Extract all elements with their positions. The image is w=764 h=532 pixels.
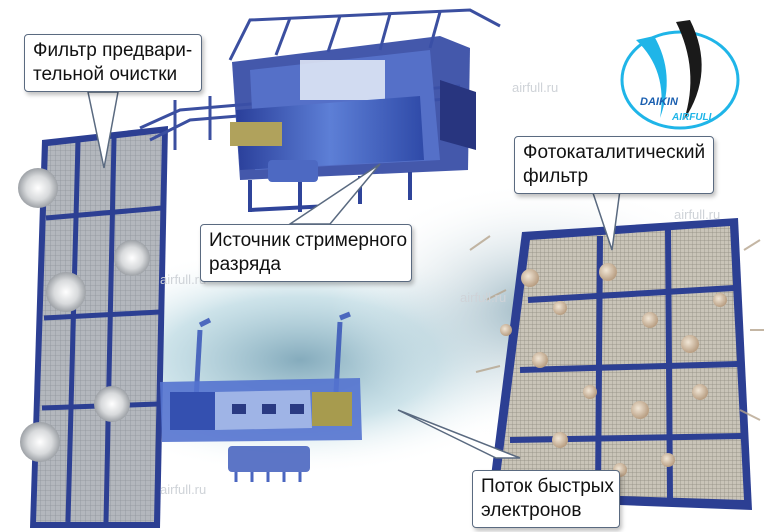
label-photocatalytic-line1: Фотокаталитический (523, 142, 706, 163)
dust-particles (18, 168, 150, 462)
label-photocatalytic: Фотокаталитический фильтр (514, 136, 714, 194)
label-prefilter: Фильтр предвари- тельной очистки (24, 34, 202, 92)
watermark: airfull.ru (460, 290, 507, 305)
watermark: airfull.ru (160, 272, 207, 287)
label-streamer-line2: разряда (209, 254, 281, 275)
label-prefilter-line1: Фильтр предвари- (33, 40, 193, 61)
label-photocatalytic-line2: фильтр (523, 166, 589, 187)
callout-pointers (87, 91, 621, 459)
logo-brand-text: DAIKIN (640, 96, 678, 108)
watermark: airfull.ru (512, 80, 559, 95)
pollutant-particles (500, 263, 727, 477)
electron-streaks (469, 235, 764, 421)
logo-sub-text: AIRFULL (672, 112, 715, 123)
streamer-unit-upper (228, 8, 501, 212)
label-electrons-line1: Поток быстрых (481, 476, 614, 497)
label-electrons: Поток быстрых электронов (472, 470, 620, 528)
label-prefilter-line2: тельной очистки (33, 64, 178, 85)
streamer-unit-lower (160, 311, 362, 482)
daikin-logo (620, 20, 740, 130)
label-streamer-line1: Источник стримерного (209, 230, 408, 251)
watermark: airfull.ru (674, 207, 721, 222)
label-electrons-line2: электронов (481, 500, 582, 521)
label-streamer: Источник стримерного разряда (200, 224, 412, 282)
watermark: airfull.ru (160, 482, 207, 497)
